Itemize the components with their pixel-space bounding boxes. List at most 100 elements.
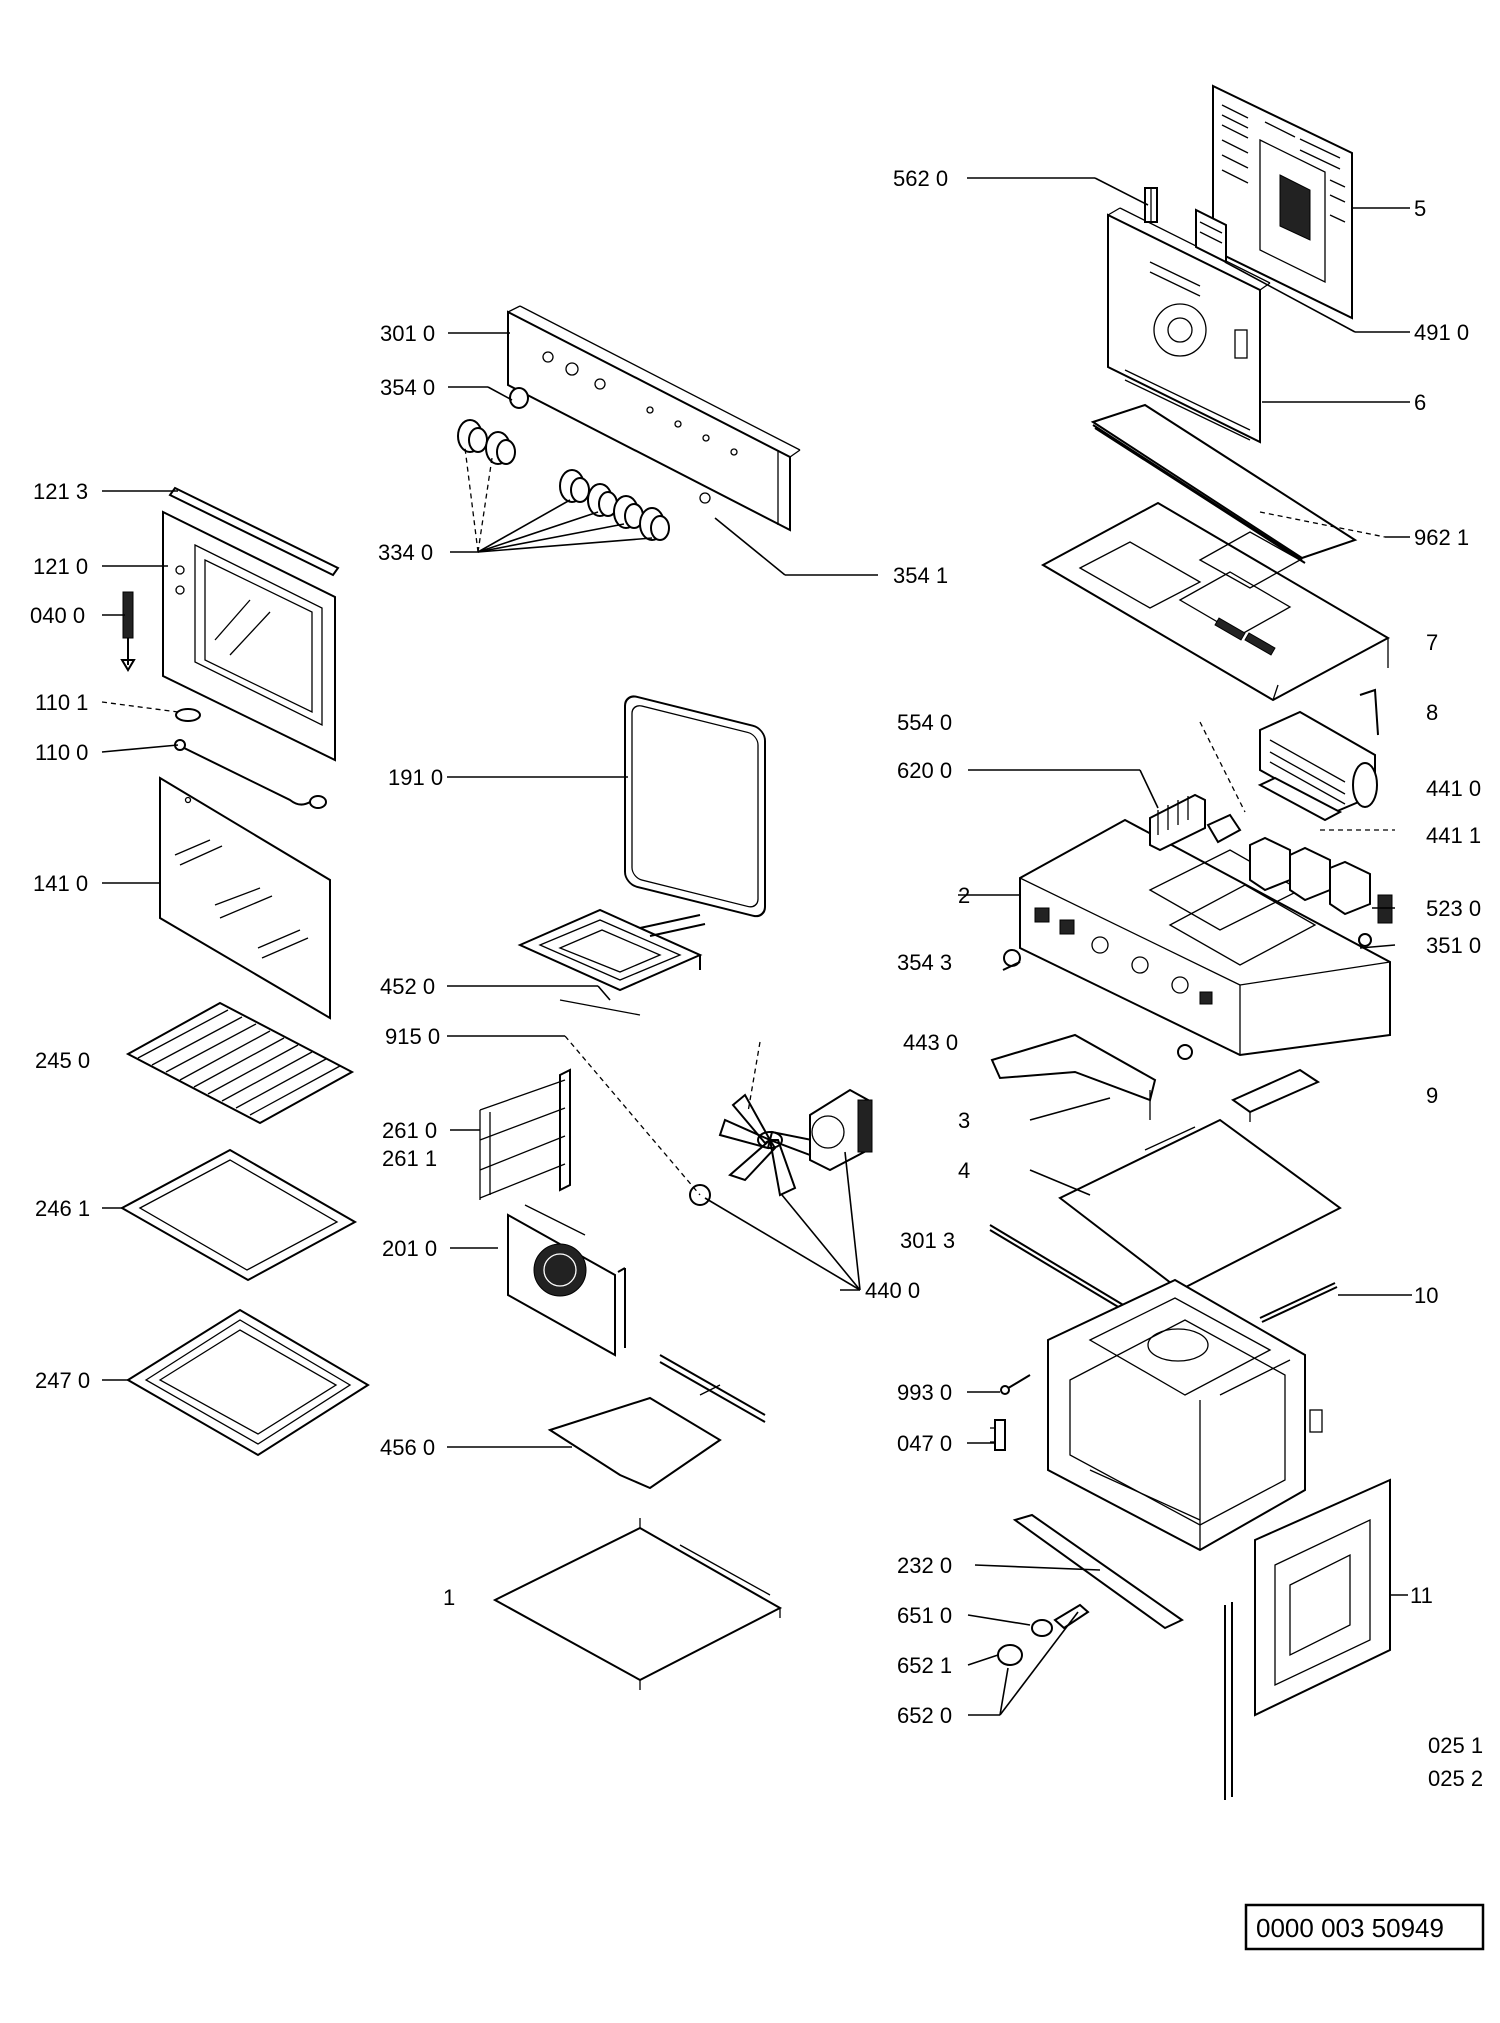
bottom-panel-1 (492, 1518, 783, 1690)
motor-bracket-4411 (1257, 776, 1343, 822)
heating-element-9621 (1090, 403, 1358, 564)
label-2: 2 (958, 883, 970, 908)
rod-3013 (989, 1224, 1141, 1321)
label-3010: 301 0 (380, 321, 435, 346)
label-1410: 141 0 (33, 871, 88, 896)
baking-tray-2461 (119, 1148, 358, 1282)
label-3541: 354 1 (893, 563, 948, 588)
label-4430: 443 0 (903, 1030, 958, 1055)
label-3: 3 (958, 1108, 970, 1133)
control-knobs-3340 (457, 419, 670, 541)
top-cover-7 (1040, 501, 1391, 702)
deflector-3 (990, 1033, 1157, 1120)
plate-4 (1058, 1118, 1342, 1292)
hinge-rod-1100 (174, 739, 327, 809)
door-handle-0400 (120, 591, 136, 672)
label-2470: 247 0 (35, 1368, 90, 1393)
label-5230: 523 0 (1426, 896, 1481, 921)
oven-cavity (1047, 1278, 1323, 1552)
label-11: 11 (1410, 1583, 1433, 1608)
screw-9930 (1000, 1374, 1031, 1395)
label-3543: 354 3 (897, 950, 952, 975)
label-3540: 354 0 (380, 375, 435, 400)
side-rack-2610 (479, 1068, 571, 1200)
label-0252: 025 2 (1428, 1766, 1483, 1791)
label-9150: 915 0 (385, 1024, 440, 1049)
bracket-8 (1359, 688, 1379, 736)
grill-heater-4520 (517, 908, 706, 1016)
label-4560: 456 0 (380, 1435, 435, 1460)
label-4910: 491 0 (1414, 320, 1469, 345)
label-4400: 440 0 (865, 1278, 920, 1303)
switch-block-5230 (1249, 836, 1393, 924)
lamp-holder-0470 (990, 1419, 1006, 1451)
label-2611: 261 1 (382, 1146, 437, 1171)
label-7: 7 (1426, 630, 1438, 655)
label-9930: 993 0 (897, 1380, 952, 1405)
label-2450: 245 0 (35, 1048, 90, 1073)
reference-number: 0000 003 50949 (1256, 1913, 1444, 1943)
label-1210: 121 0 (33, 554, 88, 579)
label-9621: 962 1 (1414, 525, 1469, 550)
label-4520: 452 0 (380, 974, 435, 999)
label-5540: 554 0 (897, 710, 952, 735)
label-2610: 261 0 (382, 1118, 437, 1143)
oven-fan-4400 (689, 1088, 873, 1206)
label-2010: 201 0 (382, 1236, 437, 1261)
label-10: 10 (1414, 1283, 1438, 1308)
label-8: 8 (1426, 700, 1438, 725)
relay-board-6200 (1149, 793, 1242, 852)
label-0400: 040 0 (30, 603, 85, 628)
fan-cover-2010 (507, 1204, 626, 1357)
label-3510: 351 0 (1426, 933, 1481, 958)
label-3340: 334 0 (378, 540, 433, 565)
label-0470: 047 0 (897, 1431, 952, 1456)
label-6510: 651 0 (897, 1603, 952, 1628)
wire-shelf-2450 (125, 1001, 355, 1125)
rail-9 (1230, 1068, 1321, 1122)
fan-motor-4410 (1259, 710, 1378, 814)
front-frame-11 (1224, 1478, 1391, 1800)
label-4: 4 (958, 1158, 970, 1183)
screw-4430 (1177, 1044, 1193, 1060)
label-4410: 441 0 (1426, 776, 1481, 801)
hinge-pin-1101 (175, 708, 201, 722)
label-1: 1 (443, 1585, 455, 1610)
deep-tray-2470 (126, 1308, 370, 1457)
label-1213: 121 3 (33, 479, 88, 504)
door-seal-1910 (624, 695, 766, 918)
rear-panel-5 (1212, 84, 1353, 320)
label-1910: 191 0 (388, 765, 443, 790)
knob-3540 (509, 387, 529, 409)
label-2320: 232 0 (897, 1553, 952, 1578)
screw-3543 (1002, 949, 1021, 971)
bracket-4910 (1195, 208, 1227, 264)
label-4411: 441 1 (1426, 823, 1481, 848)
inner-glass-1410 (159, 776, 331, 1020)
label-9: 9 (1426, 1083, 1438, 1108)
label-1100: 110 0 (35, 740, 88, 765)
back-panel-6 (1107, 207, 1271, 444)
door-frame-1210 (162, 510, 336, 762)
label-6521: 652 1 (897, 1653, 952, 1678)
label-6520: 652 0 (897, 1703, 952, 1728)
leader-lines (101, 177, 1412, 1716)
lamp-6510 (1031, 1603, 1090, 1637)
oven-liner-4560 (547, 1354, 766, 1490)
label-1101: 110 1 (35, 690, 88, 715)
front-strip-2320 (1012, 1513, 1184, 1630)
label-0251: 025 1 (1428, 1733, 1483, 1758)
label-6200: 620 0 (897, 758, 952, 783)
lamp-cover-6521 (997, 1644, 1023, 1666)
part-labels: 562 0 5 491 0 6 301 0 354 0 334 0 354 1 … (30, 166, 1483, 1791)
clip-5620 (1144, 187, 1158, 223)
door-trim-1213 (168, 486, 340, 577)
base-tray-2 (1019, 818, 1391, 1057)
bar-10 (1259, 1282, 1338, 1323)
reference-number-box: 0000 003 50949 (1244, 1903, 1485, 1951)
control-panel-3010 (507, 305, 801, 532)
screw-3510 (1358, 933, 1372, 947)
label-6: 6 (1414, 390, 1426, 415)
label-5620: 562 0 (893, 166, 948, 191)
